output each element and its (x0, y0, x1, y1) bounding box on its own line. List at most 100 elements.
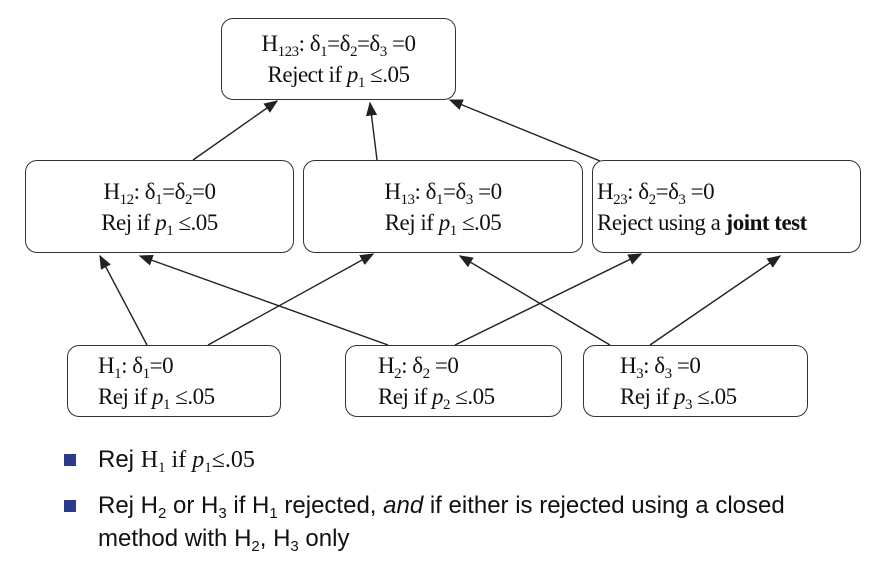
text-segment: if H (226, 492, 270, 519)
subscript: 1 (166, 222, 174, 239)
text-segment: and (383, 492, 424, 519)
text-segment: =0 (149, 353, 174, 378)
text-segment: or H (166, 492, 219, 519)
text-segment: =0 (671, 353, 701, 378)
text-segment: =0 (386, 31, 416, 56)
text-segment: Rej if (101, 209, 156, 235)
subscript: 1 (155, 191, 163, 208)
subscript: 1 (357, 75, 366, 91)
bullet-text: Rej H1 if p1≤.05 (98, 443, 844, 477)
hypothesis-label: H2: δ2 =0 (378, 350, 561, 382)
text-segment: Rej if (98, 384, 152, 409)
subscript: 3 (218, 505, 227, 522)
subscript: 1 (142, 366, 151, 382)
text-segment: H (140, 447, 159, 473)
text-segment: ≤.05 (364, 62, 410, 87)
text-segment: ≤.05 (173, 209, 218, 235)
subscript: 3 (664, 366, 673, 382)
text-segment: p (346, 62, 359, 87)
subscript: 2 (648, 191, 657, 208)
hypothesis-label: H3: δ3 =0 (620, 350, 807, 382)
rejection-rule: Rej if p3 ≤.05 (620, 381, 807, 413)
subscript: 2 (394, 366, 402, 382)
text-segment: =0 (685, 178, 715, 204)
arrow-h23-to-h123 (448, 99, 601, 162)
subscript: 3 (465, 191, 474, 208)
subscript: 123 (277, 44, 300, 60)
subscript: 23 (613, 191, 628, 208)
text-segment: only (298, 525, 350, 552)
text-segment: joint test (725, 209, 808, 235)
subscript: 3 (685, 397, 693, 413)
subscript: 3 (636, 366, 644, 382)
text-segment: Reject using a (597, 209, 726, 235)
hypothesis-label: H1: δ1=0 (98, 350, 280, 382)
text-segment: H (597, 178, 614, 204)
text-segment: ≤.05 (450, 384, 495, 409)
subscript: 1 (269, 505, 278, 522)
text-segment: =δ (443, 178, 466, 204)
hypothesis-label: H12: δ1=δ2=0 (104, 176, 216, 208)
subscript: 1 (163, 397, 171, 413)
subscript: 2 (422, 366, 431, 382)
text-segment: p (432, 384, 444, 409)
text-segment: : δ (133, 178, 156, 204)
subscript: 1 (320, 44, 328, 60)
subscript: 1 (204, 460, 212, 476)
text-segment: rejected, (277, 492, 384, 519)
text-segment: =δ (356, 31, 380, 56)
text-segment: =δ (327, 31, 350, 56)
subscript: 2 (158, 505, 167, 522)
text-segment: : δ (298, 31, 321, 56)
bullet-text: Rej H2 or H3 if H1 rejected, and if eith… (98, 489, 824, 555)
text-segment: , H (259, 525, 291, 552)
subscript: 1 (114, 366, 122, 382)
rejection-rule: Rej if p1 ≤.05 (98, 381, 280, 413)
text-segment: Reject if (267, 62, 347, 87)
text-segment: ≤.05 (692, 384, 737, 409)
text-segment: H (378, 353, 395, 378)
rejection-rule: Rej if p1 ≤.05 (101, 207, 218, 239)
text-segment: H (620, 353, 637, 378)
text-segment: Rej (98, 446, 141, 473)
text-segment: p (674, 384, 686, 409)
text-segment: Rej H (98, 492, 159, 519)
text-segment: =0 (429, 353, 459, 378)
subscript: 1 (449, 222, 458, 239)
text-segment: ≤.05 (456, 209, 502, 235)
text-segment: if either is rejected using a closed met… (98, 492, 785, 552)
bullet-item: Rej H2 or H3 if H1 rejected, and if eith… (64, 489, 824, 555)
hypothesis-label: H23: δ2=δ3 =0 (597, 176, 860, 208)
text-segment: H (98, 353, 115, 378)
subscript: 13 (400, 191, 416, 208)
arrow-h2-to-h23 (454, 253, 643, 346)
subscript: 1 (158, 460, 166, 476)
text-segment: =δ (655, 178, 679, 204)
arrow-h1-to-h13 (207, 253, 375, 346)
text-segment: : δ (414, 178, 437, 204)
text-segment: =0 (472, 178, 502, 204)
text-segment: ≤.05 (170, 384, 215, 409)
subscript: 2 (349, 44, 358, 60)
text-segment: =0 (191, 178, 216, 204)
arrow-h1-to-h12 (99, 254, 148, 346)
subscript: 3 (379, 44, 388, 60)
arrow-h3-to-h23 (649, 255, 782, 346)
arrow-h12-to-h123 (192, 100, 279, 161)
subscript: 3 (290, 538, 299, 555)
subscript: 2 (443, 397, 451, 413)
bullet-item: Rej H1 if p1≤.05 (64, 443, 844, 477)
text-segment: Rej if (384, 209, 439, 235)
text-segment: : δ (643, 353, 665, 378)
text-segment: p (438, 209, 451, 235)
rejection-rule: Reject if p1 ≤.05 (267, 59, 410, 91)
text-segment: Rej if (378, 384, 432, 409)
